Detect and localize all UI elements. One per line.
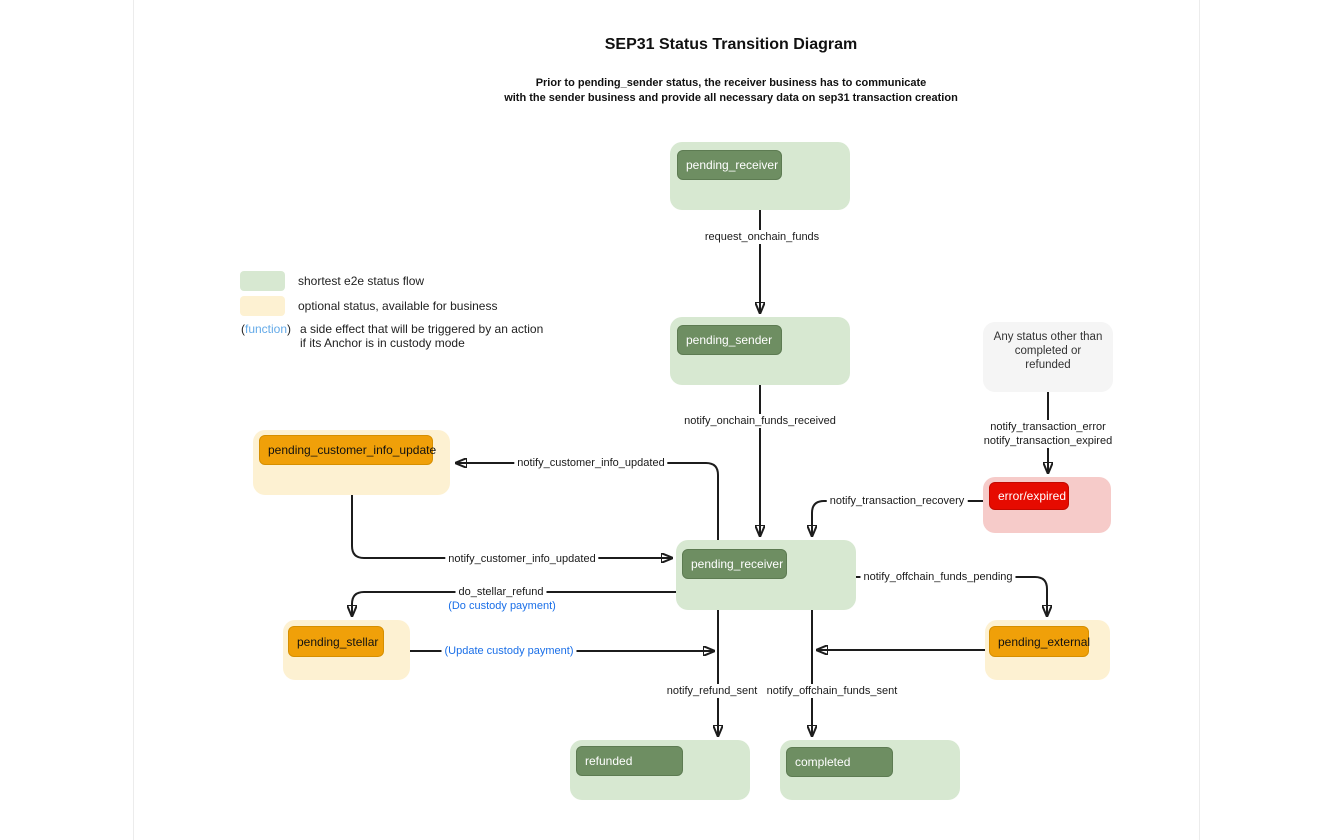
legend-green-label: shortest e2e status flow xyxy=(298,274,425,288)
node-pending-receiver-mid: pending_receiver xyxy=(676,540,856,610)
edge-label-notify-offchain-funds-pending: notify_offchain_funds_pending xyxy=(860,570,1016,584)
edge-label-notify-onchain-funds-received: notify_onchain_funds_received xyxy=(681,414,839,428)
node-refunded: refunded xyxy=(570,740,750,800)
legend-function-paren-open: ( xyxy=(241,322,245,336)
edge-label-notify-offchain-funds-sent: notify_offchain_funds_sent xyxy=(763,684,901,698)
edge-label-do-stellar-refund: do_stellar_refund xyxy=(455,585,547,599)
node-pill: pending_external xyxy=(989,626,1090,657)
node-pill: error/expired xyxy=(989,482,1069,510)
edge-label-notify-transaction-expired: notify_transaction_expired xyxy=(980,434,1116,448)
node-completed: completed xyxy=(780,740,960,800)
page-title: SEP31 Status Transition Diagram xyxy=(604,36,858,53)
node-pill: refunded xyxy=(576,746,683,776)
legend-yellow-label: optional status, available for business xyxy=(298,299,498,313)
subtitle-line-1: Prior to pending_sender status, the rece… xyxy=(535,77,927,89)
node-pending-customer-info-update: pending_customer_info_update xyxy=(253,430,450,495)
node-pending-receiver-top: pending_receiver xyxy=(670,142,850,210)
legend-green-swatch xyxy=(240,271,285,291)
node-error-expired: error/expired xyxy=(983,477,1111,533)
node-pending-external: pending_external xyxy=(985,620,1110,680)
edge-label-update-custody-payment: (Update custody payment) xyxy=(441,644,577,658)
edge-label-notify-customer-info-updated-bottom: notify_customer_info_updated xyxy=(445,552,599,566)
legend-yellow-swatch xyxy=(240,296,285,316)
edge-label-do-custody-payment: (Do custody payment) xyxy=(445,599,559,613)
node-pill: pending_stellar xyxy=(288,626,384,657)
edge-label-notify-transaction-error: notify_transaction_error xyxy=(987,420,1109,434)
legend-function-token: (function) xyxy=(241,322,291,336)
node-pill: pending_customer_info_update xyxy=(259,435,436,465)
node-pill: pending_receiver xyxy=(682,549,787,579)
node-pill: pending_receiver xyxy=(677,150,782,180)
node-pending-sender: pending_sender xyxy=(670,317,850,385)
legend-function-paren-close: ) xyxy=(287,322,292,336)
edge-label-notify-customer-info-updated-top: notify_customer_info_updated xyxy=(514,456,668,470)
node-any-status: Any status other than completed or refun… xyxy=(983,322,1113,392)
edge-label-notify-transaction-recovery: notify_transaction_recovery xyxy=(826,494,968,508)
edge-label-request-onchain-funds: request_onchain_funds xyxy=(701,230,823,244)
legend-function-desc-2: if its Anchor is in custody mode xyxy=(300,336,465,350)
node-pill: pending_sender xyxy=(677,325,782,355)
legend-function-desc-1: a side effect that will be triggered by … xyxy=(300,322,544,336)
legend-function-word: function xyxy=(245,322,288,336)
subtitle-line-2: with the sender business and provide all… xyxy=(504,92,958,104)
node-pending-stellar: pending_stellar xyxy=(283,620,410,680)
edge-label-notify-refund-sent: notify_refund_sent xyxy=(663,684,761,698)
node-pill: completed xyxy=(786,747,893,777)
